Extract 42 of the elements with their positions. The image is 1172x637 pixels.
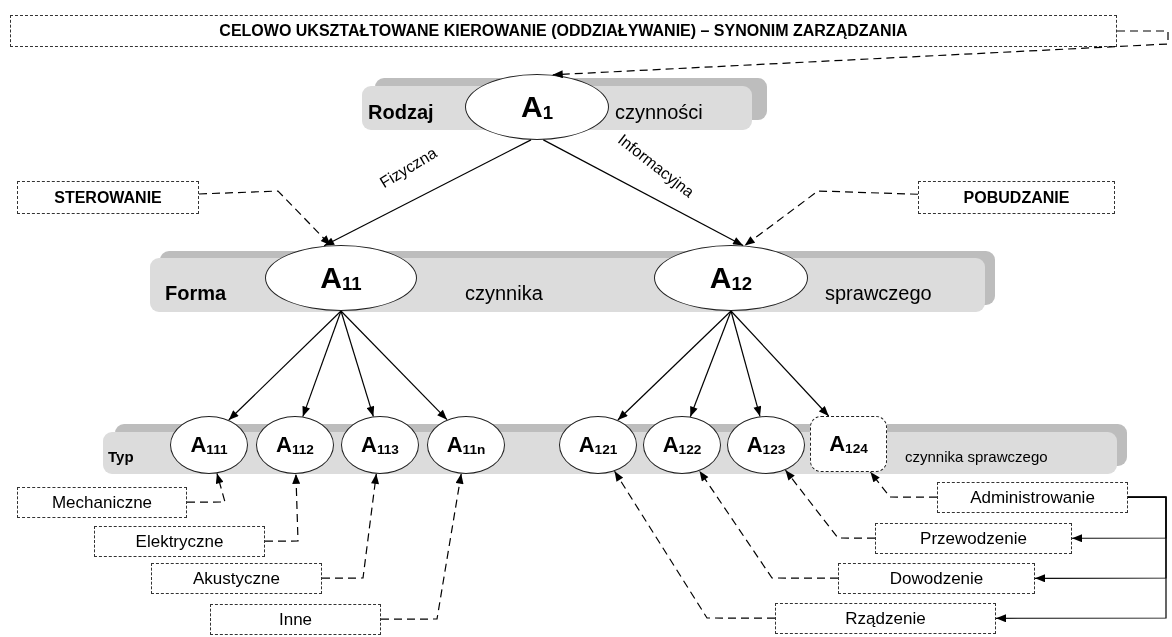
dashed-text-box: CELOWO UKSZTAŁTOWANE KIEROWANIE (ODDZIAŁYWANIE) – SYNONIM ZARZĄDZANIA bbox=[10, 15, 1117, 47]
dashed-text-box: Administrowanie bbox=[937, 482, 1128, 513]
ellipse-node: A$_{1}$ bbox=[465, 74, 609, 140]
band-label: sprawczego bbox=[825, 281, 932, 306]
dashed-arrow bbox=[380, 473, 464, 620]
dashed-text-box: STEROWANIE bbox=[17, 181, 199, 214]
dashed-arrow bbox=[186, 472, 226, 503]
arrow bbox=[340, 310, 375, 418]
arrow bbox=[689, 310, 732, 418]
dashed-text-box: POBUDZANIE bbox=[918, 181, 1115, 214]
dashed-text-box: Dowodzenie bbox=[838, 563, 1035, 594]
arrow bbox=[730, 310, 830, 417]
dashed-arrow bbox=[198, 190, 332, 246]
dashed-arrow bbox=[698, 470, 839, 579]
band-label: czynnika bbox=[465, 281, 543, 306]
dashed-arrow bbox=[744, 190, 919, 247]
dashed-text-box: Elektryczne bbox=[94, 526, 265, 557]
band-label: Rodzaj bbox=[368, 100, 434, 125]
dashed-arrow bbox=[784, 469, 876, 539]
arrow bbox=[323, 139, 532, 247]
dashed-arrow bbox=[552, 30, 1169, 79]
band-label: Forma bbox=[165, 281, 227, 306]
dashed-rounded-box: A$_{124}$ bbox=[810, 416, 887, 472]
arrow bbox=[228, 310, 342, 421]
band-label: czynności bbox=[615, 100, 703, 125]
arrow bbox=[302, 310, 342, 418]
arrow bbox=[995, 496, 1167, 623]
dashed-arrow bbox=[613, 470, 776, 619]
dashed-text-box: Mechaniczne bbox=[17, 487, 187, 518]
arrow bbox=[340, 310, 448, 421]
dashed-arrow bbox=[869, 471, 938, 498]
dashed-arrow bbox=[264, 473, 301, 542]
arrow bbox=[542, 139, 744, 246]
arrow bbox=[730, 310, 762, 417]
dashed-arrow bbox=[321, 473, 379, 579]
arrow bbox=[617, 310, 732, 421]
band-label: czynnika sprawczego bbox=[905, 447, 1048, 467]
dashed-text-box: Rządzenie bbox=[775, 603, 996, 634]
dashed-text-box: Akustyczne bbox=[151, 563, 322, 594]
band-label: Typ bbox=[108, 447, 134, 467]
dashed-text-box: Przewodzenie bbox=[875, 523, 1072, 554]
dashed-text-box: Inne bbox=[210, 604, 381, 635]
